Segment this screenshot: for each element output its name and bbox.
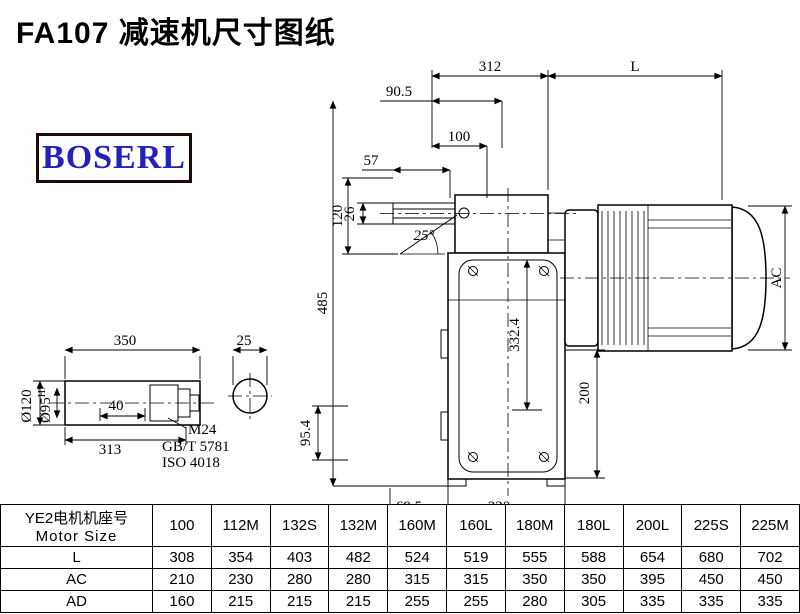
table-cell: 215	[328, 590, 389, 613]
table-cell: 680	[681, 546, 742, 569]
dim-120: 120	[330, 205, 346, 228]
dim-95-4: 95.4	[298, 419, 314, 446]
row-label: AC	[0, 568, 153, 591]
table-cell: 280	[269, 568, 330, 591]
table-row-AD: AD 160 215 215 215 255 255 280 305 335 3…	[0, 590, 800, 613]
shaft-side-view: 350 Ø120 Ø95H7 40 313 M24 GB/T 5781 ISO …	[19, 333, 230, 471]
dim-220: 220	[488, 499, 511, 504]
table-cell: 350	[504, 568, 565, 591]
table-cell: 308	[152, 546, 212, 569]
table-cell: 335	[622, 590, 683, 613]
size-col-header: 132S	[269, 504, 330, 547]
page-title: FA107 减速机尺寸图纸	[16, 17, 336, 50]
dim-350: 350	[114, 333, 137, 349]
size-col-header: 225M	[740, 504, 800, 547]
table-header-motor-size: YE2电机机座号 Motor Size	[0, 504, 153, 547]
size-col-header: 180M	[504, 504, 565, 547]
header-cn: YE2电机机座号	[24, 509, 129, 527]
header-en: Motor Size	[35, 527, 118, 545]
size-col-header: 225S	[681, 504, 742, 547]
table-cell: 450	[681, 568, 742, 591]
dim-332-4: 332.4	[507, 318, 523, 352]
table-cell: 255	[387, 590, 448, 613]
label-iso-4018: ISO 4018	[162, 455, 220, 471]
table-cell: 215	[210, 590, 271, 613]
dim-angle-25: 25°	[414, 228, 435, 244]
table-cell: 315	[446, 568, 506, 591]
size-col-header: 132M	[328, 504, 389, 547]
dim-AC: AC	[769, 268, 785, 289]
size-col-header: 160M	[387, 504, 448, 547]
table-cell: 335	[681, 590, 742, 613]
table-cell: 160	[152, 590, 212, 613]
size-col-header: 100	[152, 504, 212, 547]
table-cell: 450	[740, 568, 800, 591]
table-cell: 654	[622, 546, 683, 569]
row-label: AD	[0, 590, 153, 613]
input-shaft	[392, 202, 458, 255]
dim-dia95h7: Ø95H7	[37, 385, 54, 423]
dim-69-5: 69.5	[396, 499, 422, 504]
dim-313: 313	[99, 442, 122, 458]
brand-logo-text: BOSERL	[42, 139, 186, 176]
dim-dia120: Ø120	[19, 389, 35, 422]
dim-200: 200	[577, 382, 593, 405]
dim-485: 485	[315, 292, 331, 315]
table-cell: 210	[152, 568, 212, 591]
dim-57: 57	[364, 153, 380, 169]
table-cell: 350	[563, 568, 624, 591]
main-dimensions: 312 L 90.5 100 57 25° 26 120 485 332.4 A…	[298, 59, 792, 504]
size-col-header: 180L	[563, 504, 624, 547]
technical-drawing: 312 L 90.5 100 57 25° 26 120 485 332.4 A…	[19, 59, 792, 504]
table-header-row: YE2电机机座号 Motor Size 100 112M 132S 132M 1…	[0, 504, 800, 547]
dim-100: 100	[448, 129, 471, 145]
label-m24: M24	[188, 422, 217, 438]
table-cell: 702	[740, 546, 800, 569]
table-cell: 524	[387, 546, 448, 569]
motor-size-table: YE2电机机座号 Motor Size 100 112M 132S 132M 1…	[0, 504, 800, 613]
table-cell: 280	[504, 590, 565, 613]
dim-40: 40	[109, 398, 124, 414]
table-cell: 215	[269, 590, 330, 613]
table-cell: 588	[563, 546, 624, 569]
table-cell: 354	[210, 546, 271, 569]
table-cell: 335	[740, 590, 800, 613]
dim-26: 26	[342, 206, 358, 222]
size-col-header: 200L	[622, 504, 683, 547]
table-cell: 482	[328, 546, 389, 569]
table-cell: 315	[387, 568, 448, 591]
table-cell: 403	[269, 546, 330, 569]
table-cell: 519	[446, 546, 506, 569]
table-cell: 255	[446, 590, 506, 613]
row-label: L	[0, 546, 153, 569]
centerlines	[380, 188, 790, 496]
size-col-header: 160L	[446, 504, 506, 547]
dim-L: L	[630, 59, 639, 75]
brand-logo: BOSERL	[36, 133, 192, 183]
size-col-header: 112M	[210, 504, 271, 547]
dim-312: 312	[479, 59, 502, 75]
table-row-AC: AC 210 230 280 280 315 315 350 350 395 4…	[0, 568, 800, 591]
table-cell: 555	[504, 546, 565, 569]
table-cell: 305	[563, 590, 624, 613]
table-cell: 395	[622, 568, 683, 591]
shaft-end-circle-view: 25	[228, 333, 272, 420]
gearbox-housing	[440, 194, 566, 487]
label-gbt-5781: GB/T 5781	[162, 439, 230, 455]
table-row-L: L 308 354 403 482 524 519 555 588 654 68…	[0, 546, 800, 569]
dim-90-5: 90.5	[386, 84, 412, 100]
table-cell: 230	[210, 568, 271, 591]
dim-25: 25	[237, 333, 252, 349]
table-cell: 280	[328, 568, 389, 591]
